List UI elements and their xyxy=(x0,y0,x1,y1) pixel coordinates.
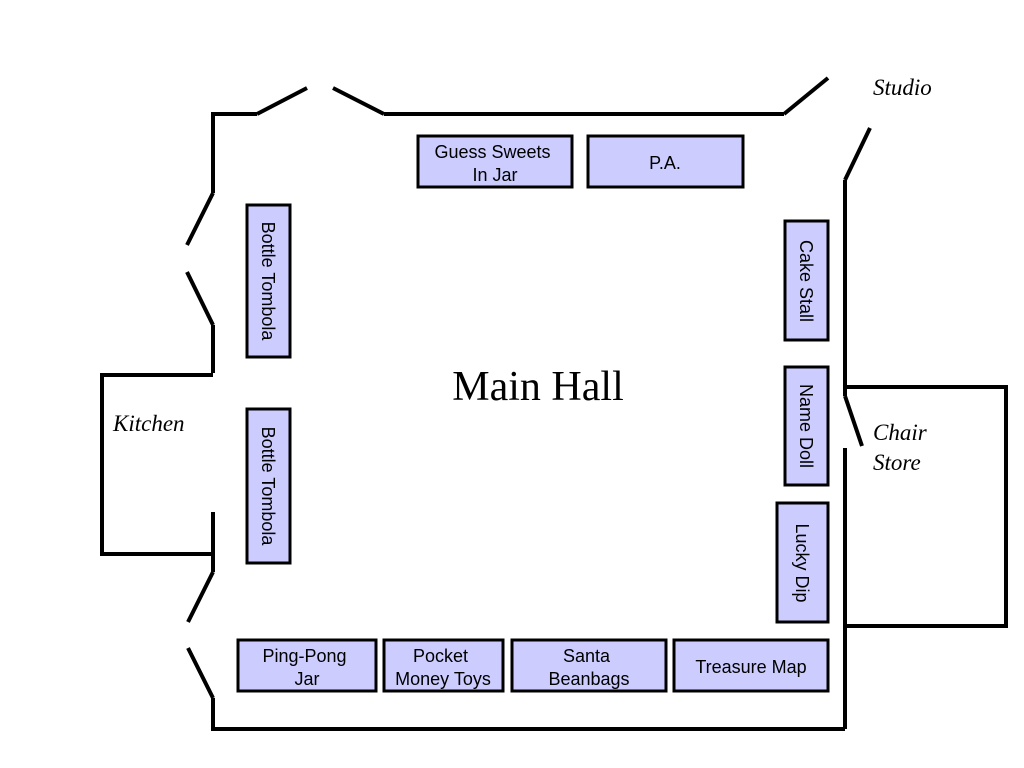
top-left-wall xyxy=(211,112,257,193)
studio-door-leaf xyxy=(782,76,830,116)
chair-store-outline xyxy=(845,385,1008,628)
walls xyxy=(100,76,1008,731)
stall-bottle-tombola-upper[interactable]: Bottle Tombola xyxy=(245,203,292,359)
svg-text:Santa Beanbags: Santa Beanbags xyxy=(548,646,629,689)
stall-ping-pong-jar-line2: Jar xyxy=(294,669,319,689)
right-upper-door-leaf xyxy=(843,127,872,181)
stall-ping-pong-jar[interactable]: Ping-Pong Jar xyxy=(236,638,378,693)
kitchen-upper-door-leaf xyxy=(185,271,215,326)
stall-lucky-dip[interactable]: Lucky Dip xyxy=(775,501,830,624)
stall-ping-pong-jar-line1: Ping-Pong xyxy=(262,646,346,666)
chair-store-door-leaf xyxy=(843,395,864,447)
svg-text:Ping-Pong Jar: Ping-Pong Jar xyxy=(262,646,351,689)
svg-text:Pocket Money Toys: Pocket Money Toys xyxy=(395,646,491,689)
stall-treasure-map-label: Treasure Map xyxy=(695,657,806,677)
stall-pocket-money-toys[interactable]: Pocket Money Toys xyxy=(382,638,505,693)
bottom-wall xyxy=(211,698,845,731)
stall-santa-beanbags[interactable]: Santa Beanbags xyxy=(510,638,668,693)
kitchen-outline xyxy=(100,373,213,556)
chair-store-label-line1: Chair xyxy=(873,420,928,445)
stall-pocket-money-toys-line2: Money Toys xyxy=(395,669,491,689)
chair-store-label-line2: Store xyxy=(873,450,921,475)
stall-guess-sweets-line2: In Jar xyxy=(472,165,517,185)
studio-label: Studio xyxy=(873,75,932,100)
stall-treasure-map[interactable]: Treasure Map xyxy=(672,638,830,693)
stall-bottle-tombola-lower[interactable]: Bottle Tombola xyxy=(245,407,292,565)
chair-store-label: Chair Store xyxy=(873,420,932,475)
stall-guess-sweets[interactable]: Guess Sweets In Jar xyxy=(416,134,574,189)
stall-lucky-dip-label: Lucky Dip xyxy=(792,523,812,602)
stall-cake-stall[interactable]: Cake Stall xyxy=(783,219,830,342)
stall-santa-beanbags-line1: Santa xyxy=(563,646,611,666)
main-hall-title: Main Hall xyxy=(452,364,623,410)
stall-santa-beanbags-line2: Beanbags xyxy=(548,669,629,689)
kitchen-label: Kitchen xyxy=(112,411,185,436)
stall-cake-stall-label: Cake Stall xyxy=(796,240,816,322)
stall-bottle-tombola-upper-label: Bottle Tombola xyxy=(258,222,278,342)
top-left-door-leaf xyxy=(256,86,308,116)
stall-pocket-money-toys-line1: Pocket xyxy=(413,646,468,666)
kitchen-lower-door-leaf xyxy=(186,571,215,623)
bottom-left-door-leaf xyxy=(186,647,215,699)
stall-bottle-tombola-lower-label: Bottle Tombola xyxy=(258,427,278,547)
top-center-door-leaf xyxy=(332,86,385,116)
stall-guess-sweets-line1: Guess Sweets xyxy=(434,142,550,162)
svg-text:Guess Sweets In Jar: Guess Sweets In Jar xyxy=(434,142,555,185)
left-upper-door-leaf xyxy=(185,192,215,246)
stall-name-doll-label: Name Doll xyxy=(796,384,816,468)
stall-pa-label: P.A. xyxy=(649,153,681,173)
stall-pa[interactable]: P.A. xyxy=(586,134,745,189)
stall-name-doll[interactable]: Name Doll xyxy=(783,365,830,487)
